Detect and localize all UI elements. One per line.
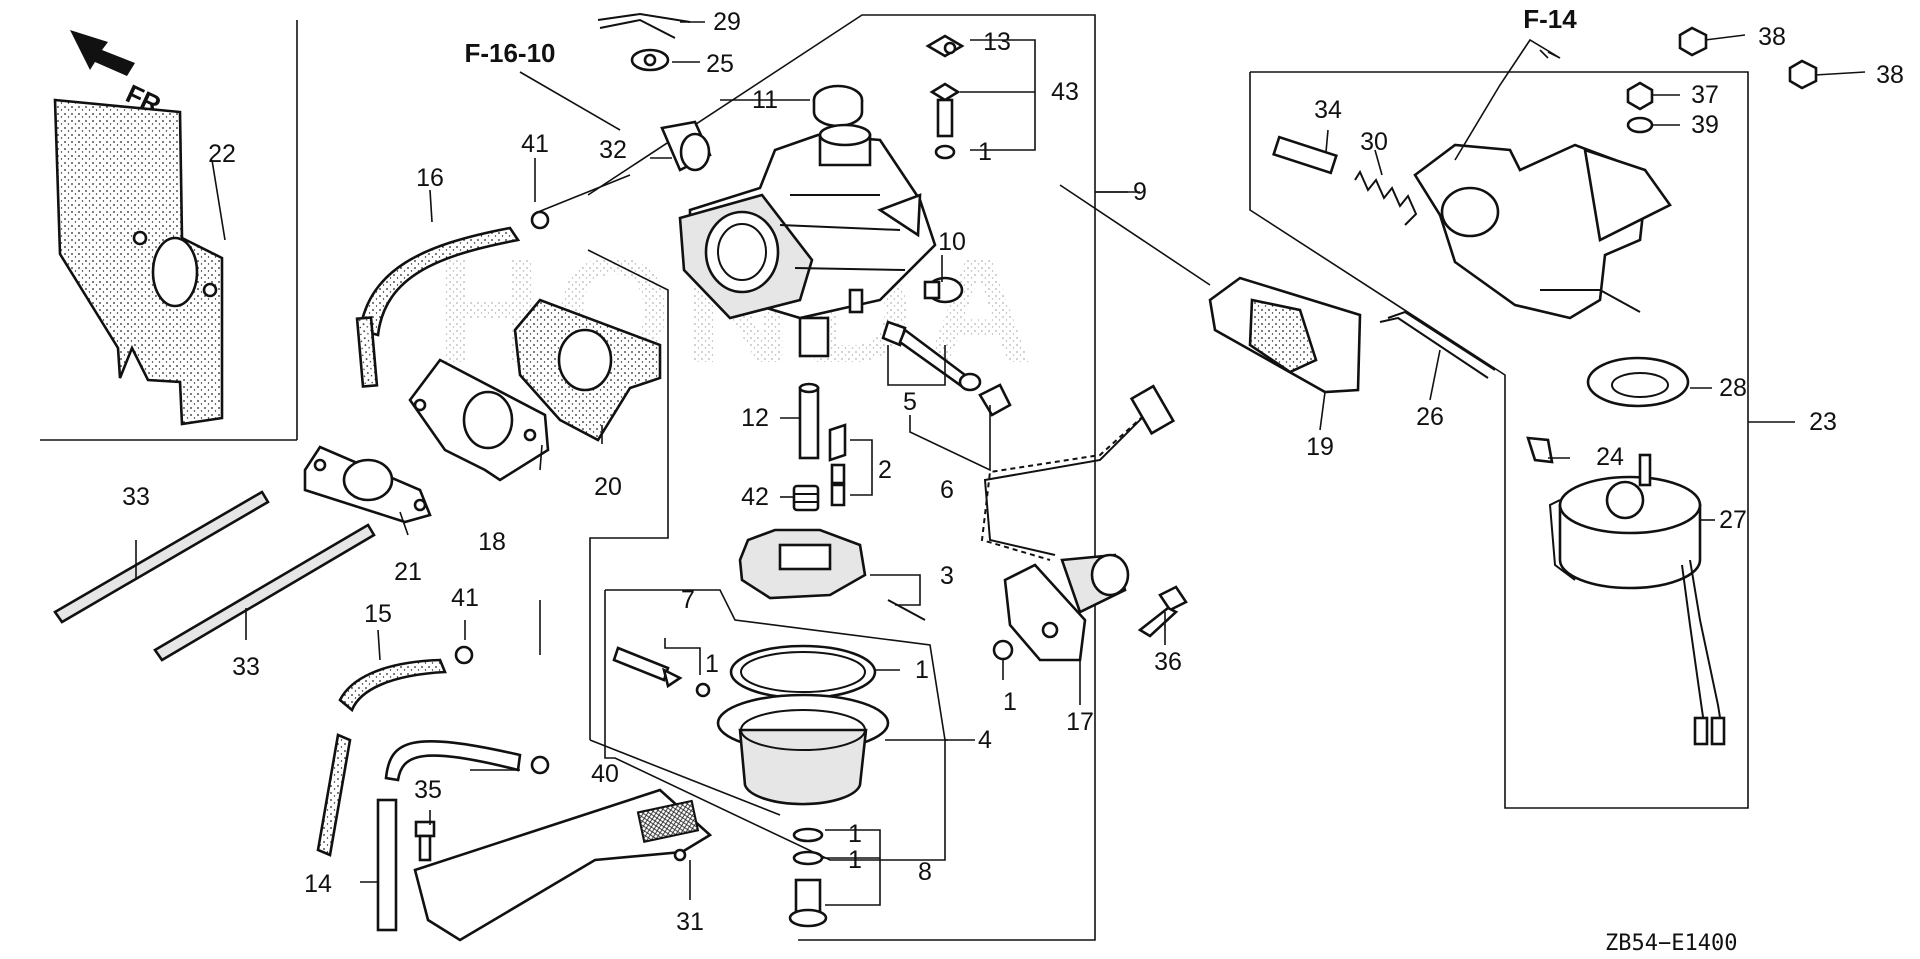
label-13: 13 — [983, 28, 1011, 56]
carburetor-body — [678, 123, 937, 358]
part-33-studs — [53, 490, 376, 662]
part-20-gasket — [513, 298, 662, 442]
label-17: 17 — [1066, 708, 1094, 736]
label-36: 36 — [1154, 648, 1182, 676]
part-30-spring — [1354, 169, 1418, 226]
label-2: 2 — [878, 456, 892, 484]
label-23: 23 — [1809, 408, 1837, 436]
part-13-43 — [925, 34, 965, 160]
part-12 — [798, 382, 820, 460]
part-42 — [792, 484, 820, 512]
label-31: 31 — [676, 908, 704, 936]
part-21-gasket — [303, 445, 432, 524]
part-27-motor — [1548, 453, 1726, 746]
part-10 — [923, 276, 964, 304]
part-2 — [828, 423, 847, 507]
label-11: 11 — [752, 86, 778, 114]
part-24-clip — [1526, 436, 1554, 464]
label-7: 7 — [681, 586, 695, 614]
label-18: 18 — [478, 528, 506, 556]
part-5 — [881, 320, 982, 392]
label-15: 15 — [364, 600, 392, 628]
label-1b: 1 — [705, 650, 719, 678]
label-33a: 33 — [122, 483, 150, 511]
label-38b: 38 — [1876, 61, 1904, 89]
label-39: 39 — [1691, 111, 1719, 139]
part-38-nut — [1678, 26, 1818, 90]
part-26-link — [1379, 310, 1496, 379]
label-42: 42 — [741, 483, 769, 511]
label-35: 35 — [414, 776, 442, 804]
label-9: 9 — [1133, 178, 1147, 206]
part-36-bolt — [1137, 585, 1188, 638]
label-14: 14 — [304, 870, 332, 898]
label-1a: 1 — [978, 138, 992, 166]
label-5: 5 — [903, 388, 917, 416]
part-6 — [978, 383, 1012, 417]
label-37: 37 — [1691, 81, 1719, 109]
label-41b: 41 — [451, 584, 479, 612]
part-15-hose — [316, 658, 447, 857]
governor-frame — [1249, 71, 1749, 809]
part-3-float — [738, 528, 926, 621]
bowl-frame — [604, 589, 975, 861]
part-31-tray — [413, 788, 713, 942]
label-12: 12 — [741, 404, 769, 432]
label-21: 21 — [394, 558, 422, 586]
part-1-washer — [992, 639, 1014, 661]
label-32: 32 — [599, 136, 627, 164]
governor-bracket — [1413, 143, 1672, 320]
label-41a: 41 — [521, 130, 549, 158]
label-43: 43 — [1051, 78, 1079, 106]
label-27: 27 — [1719, 506, 1747, 534]
part-4-float-bowl — [716, 644, 890, 806]
label-34: 34 — [1314, 96, 1342, 124]
label-16: 16 — [416, 164, 444, 192]
part-22-gasket — [53, 98, 224, 426]
label-4: 4 — [978, 726, 992, 754]
label-19: 19 — [1306, 433, 1334, 461]
label-24: 24 — [1596, 443, 1624, 471]
label-28: 28 — [1719, 374, 1747, 402]
diagram-code: ZB54−E1400 — [1605, 931, 1737, 956]
part-8 — [788, 827, 828, 928]
label-3: 3 — [940, 562, 954, 590]
part-37-39 — [1626, 81, 1654, 134]
label-29: 29 — [713, 8, 741, 36]
part-40-hose — [384, 739, 550, 782]
label-6: 6 — [940, 476, 954, 504]
part-17-solenoid — [980, 384, 1176, 662]
label-25: 25 — [706, 50, 734, 78]
label-20: 20 — [594, 473, 622, 501]
leader-lines — [135, 21, 1866, 906]
part-18-gasket — [408, 358, 550, 482]
inset-frame — [40, 20, 298, 441]
part-34-bolt — [1272, 135, 1338, 175]
label-1e: 1 — [848, 846, 862, 874]
label-1d: 1 — [848, 820, 862, 848]
part-7 — [612, 646, 711, 698]
part-29-25 — [597, 12, 691, 72]
ref-f14: F-14 — [1523, 4, 1577, 34]
label-1f: 1 — [1003, 688, 1017, 716]
label-33b: 33 — [232, 653, 260, 681]
label-10: 10 — [938, 228, 966, 256]
label-8: 8 — [918, 858, 932, 886]
part-11-cap — [812, 84, 864, 128]
label-40: 40 — [591, 760, 619, 788]
part-16-hose — [355, 226, 521, 388]
ref-f16-10: F-16-10 — [464, 38, 555, 68]
part-14-hose — [376, 798, 398, 932]
label-30: 30 — [1360, 128, 1388, 156]
part-19-gasket — [1208, 276, 1362, 394]
label-26: 26 — [1416, 403, 1444, 431]
label-1c: 1 — [915, 656, 929, 684]
label-38a: 38 — [1758, 23, 1786, 51]
label-22: 22 — [208, 140, 236, 168]
part-32 — [660, 120, 712, 172]
part-35-bolt — [414, 820, 436, 862]
part-28-ring — [1586, 356, 1690, 408]
